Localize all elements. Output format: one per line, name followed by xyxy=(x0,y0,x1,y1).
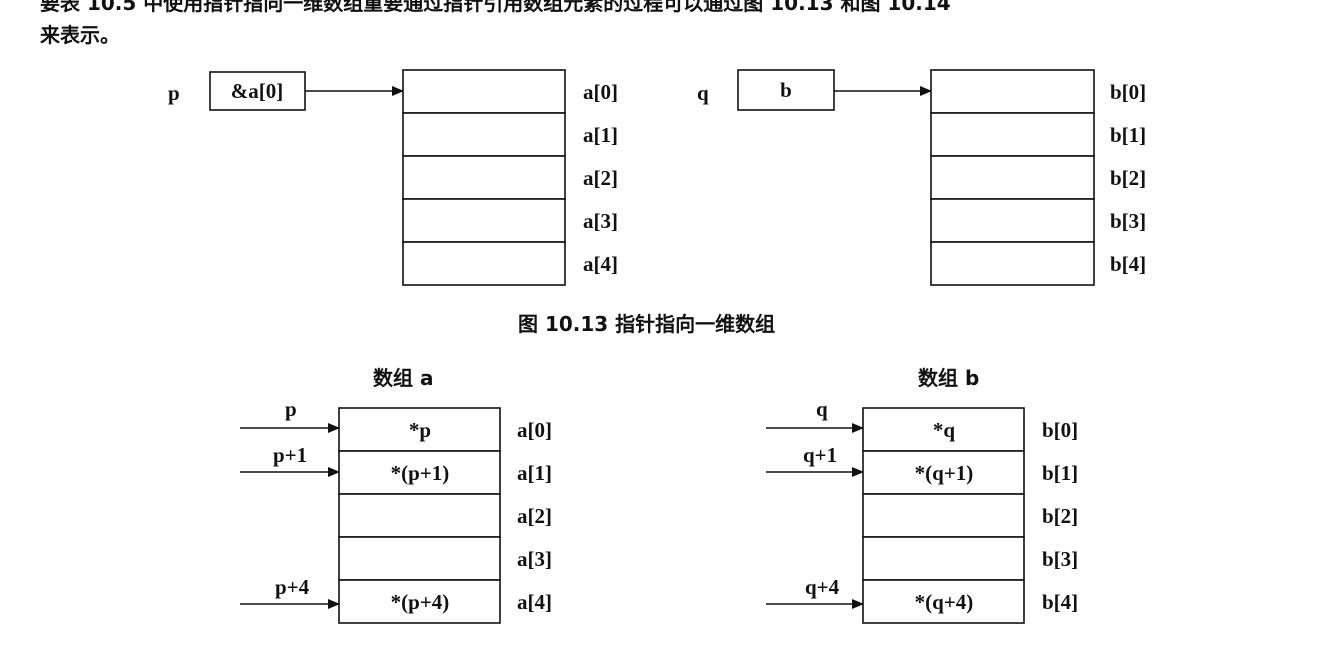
figure-13: p &a[0] a[0] a[1] a[2] a[3] a[4] q b xyxy=(168,69,1146,336)
array-a-label: a[1] xyxy=(583,123,618,147)
array-a-label: a[2] xyxy=(583,166,618,190)
array-a-label: a[3] xyxy=(583,209,618,233)
figure-14: 数组 a *p *(p+1) *(p+4) a[0] a[1] a[2] a[3… xyxy=(240,366,1078,624)
array-a-cell xyxy=(338,536,501,581)
array-a-label: a[4] xyxy=(583,252,618,276)
array-a-cell-value: *(p+4) xyxy=(391,590,450,614)
array-b-cell xyxy=(862,579,1025,624)
array-a-label: a[3] xyxy=(517,547,552,571)
array-b-label: b[3] xyxy=(1110,209,1146,233)
intro-line-2: 来表示。 xyxy=(39,23,120,47)
array-a-cell xyxy=(338,493,501,538)
array-a-label: a[2] xyxy=(517,504,552,528)
array-b-cell xyxy=(930,198,1095,243)
array-b-cell-value: *(q+1) xyxy=(915,461,974,485)
array-a-cells-2 xyxy=(338,407,501,624)
intro-line-1: 要表 10.5 中使用指针指向一维数组重要通过指针引用数组元素的过程可以通过图 … xyxy=(40,0,951,15)
array-a-cell xyxy=(402,198,566,243)
array-b-label: b[0] xyxy=(1042,418,1078,442)
pointer-label: q xyxy=(816,397,828,421)
array-b-cell xyxy=(930,155,1095,200)
array-b-label: b[3] xyxy=(1042,547,1078,571)
array-b-cell xyxy=(862,450,1025,495)
array-b-cell xyxy=(930,241,1095,286)
array-a-title: 数组 a xyxy=(373,366,433,390)
array-a-cell xyxy=(402,155,566,200)
array-b-label: b[4] xyxy=(1042,590,1078,614)
array-b-label: b[1] xyxy=(1042,461,1078,485)
pointer-label: q+1 xyxy=(803,443,837,467)
pointer-q-name: q xyxy=(697,81,709,105)
array-a-label: a[0] xyxy=(517,418,552,442)
array-a-cell xyxy=(402,69,566,114)
array-b-label: b[4] xyxy=(1110,252,1146,276)
pointer-q-box xyxy=(737,69,835,111)
pointer-label: q+4 xyxy=(805,575,840,599)
array-a-cell-value: *p xyxy=(409,418,431,442)
array-b-cell-value: *(q+4) xyxy=(915,590,974,614)
array-b-cell-value: *q xyxy=(933,418,956,442)
array-b-cells-2 xyxy=(862,407,1025,624)
array-b-label: b[2] xyxy=(1042,504,1078,528)
pointer-p-box xyxy=(209,71,306,111)
array-b-label: b[0] xyxy=(1110,80,1146,104)
array-b-label: b[1] xyxy=(1110,123,1146,147)
pointer-label: p+1 xyxy=(273,443,307,467)
array-b-cell xyxy=(862,536,1025,581)
array-a-cell-value: *(p+1) xyxy=(391,461,450,485)
figure-13-caption: 图 10.13 指针指向一维数组 xyxy=(518,312,775,336)
array-a-cell xyxy=(402,241,566,286)
array-a-label: a[0] xyxy=(583,80,618,104)
array-a-label: a[4] xyxy=(517,590,552,614)
array-b-cell xyxy=(862,493,1025,538)
array-b-cell xyxy=(930,69,1095,114)
pointer-q-value: b xyxy=(780,78,792,102)
array-a-cell xyxy=(338,579,501,624)
pointer-p-name: p xyxy=(168,81,180,105)
array-a-label: a[1] xyxy=(517,461,552,485)
array-b-cell xyxy=(930,112,1095,157)
array-b-cell xyxy=(862,407,1025,452)
pointer-label: p+4 xyxy=(275,575,310,599)
pointer-p-value: &a[0] xyxy=(231,79,283,103)
pointer-label: p xyxy=(285,397,297,421)
array-b-label: b[2] xyxy=(1110,166,1146,190)
array-b-cells xyxy=(930,69,1095,286)
array-b-title: 数组 b xyxy=(918,366,979,390)
array-a-cell xyxy=(402,112,566,157)
array-a-cells xyxy=(402,69,566,286)
